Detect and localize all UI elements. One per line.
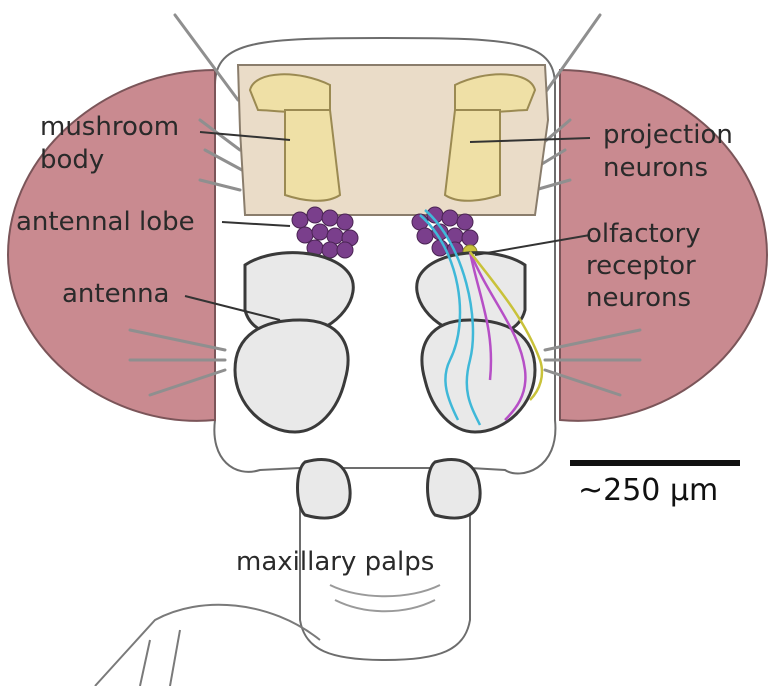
label-olfactory-receptor-line3: neurons [586,283,691,313]
maxillary-palp-right [428,459,481,518]
magnified-antenna-section [95,605,320,686]
label-mushroom-body-line1: mushroom [40,112,179,142]
label-projection-neurons-line2: neurons [603,153,708,183]
label-antennal-lobe: antennal lobe [16,207,195,237]
scale-bar-label: ~250 µm [578,473,718,508]
label-mushroom-body-line2: body [40,145,104,175]
label-olfactory-receptor-line2: receptor [586,251,696,281]
antenna-left [235,253,353,432]
scale-bar [570,460,740,466]
label-maxillary-palps: maxillary palps [236,547,434,577]
label-olfactory-receptor-line1: olfactory [586,219,701,249]
label-antenna: antenna [62,279,170,309]
label-projection-neurons-line1: projection [603,120,733,150]
maxillary-palp-left [298,459,351,518]
